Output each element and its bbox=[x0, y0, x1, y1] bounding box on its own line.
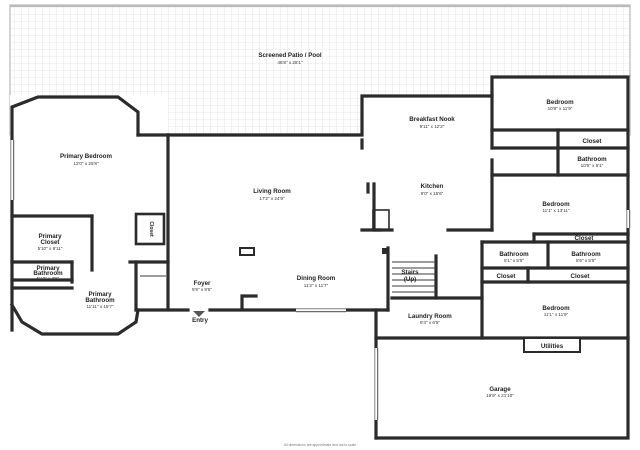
primary-bedroom-name: Primary Bedroom bbox=[60, 153, 112, 160]
patio-name: Screened Patio / Pool bbox=[258, 52, 322, 59]
stairs-sub: (Up) bbox=[404, 276, 416, 283]
closet-3-name: Closet bbox=[497, 273, 516, 280]
living-room-dim: 17'2" x 24'9" bbox=[259, 196, 285, 201]
garage-name: Garage bbox=[489, 386, 511, 393]
primary-bath-small-name-1: Primary bbox=[36, 265, 60, 272]
entry-label: Entry bbox=[192, 317, 208, 324]
primary-bathroom-name-2: Bathroom bbox=[85, 297, 115, 304]
interior-walls bbox=[10, 94, 630, 440]
living-room-name: Living Room bbox=[253, 188, 291, 195]
primary-bathroom-dim: 11'11" x 15'7" bbox=[86, 304, 113, 309]
garage-dim: 19'9" x 21'10" bbox=[486, 393, 514, 398]
bedroom-3-name: Bedroom bbox=[542, 305, 570, 312]
primary-bedroom-dim: 12'0" x 25'8" bbox=[73, 161, 99, 166]
stairs-name: Stairs bbox=[401, 269, 419, 276]
breakfast-nook-name: Breakfast Nook bbox=[409, 116, 455, 123]
patio-dim: 46'8" x 28'1" bbox=[277, 60, 303, 65]
bedroom-2-dim: 11'1" x 13'11" bbox=[542, 208, 569, 213]
primary-closet-dim: 5'10" x 9'11" bbox=[38, 246, 63, 251]
bathroom-3-name: Bathroom bbox=[571, 251, 601, 258]
breakfast-nook-dim: 9'11" x 12'2" bbox=[420, 124, 445, 129]
dining-room-dim: 11'2" x 11'7" bbox=[304, 283, 329, 288]
primary-bath-small-dim: 5'10" x 3'5" bbox=[37, 276, 60, 281]
laundry-dim: 9'4" x 6'5" bbox=[420, 320, 440, 325]
windows bbox=[10, 140, 631, 420]
bedroom-3-dim: 11'1" x 11'9" bbox=[544, 312, 569, 317]
stairs-treads bbox=[392, 261, 436, 293]
primary-closet-name-2: Closet bbox=[41, 239, 60, 246]
room-labels: Screened Patio / Pool 46'8" x 28'1" Prim… bbox=[33, 52, 607, 398]
primary-bathroom-name-1: Primary bbox=[88, 291, 112, 298]
bedroom-1-dim: 10'8" x 11'9" bbox=[548, 106, 573, 111]
kitchen-name: Kitchen bbox=[421, 183, 444, 190]
disclaimer-text: All dimensions are approximate and not t… bbox=[284, 443, 356, 447]
closet-vertical-name: Closet bbox=[148, 221, 154, 237]
bedroom-1-name: Bedroom bbox=[546, 99, 574, 106]
foyer-dim: 5'9" x 9'5" bbox=[192, 287, 212, 292]
dining-room-name: Dining Room bbox=[297, 275, 336, 282]
foyer-name: Foyer bbox=[194, 280, 211, 287]
bathroom-2-dim: 5'1" x 5'5" bbox=[504, 258, 524, 263]
bathroom-1-name: Bathroom bbox=[577, 156, 607, 163]
laundry-name: Laundry Room bbox=[408, 313, 452, 320]
bathroom-3-dim: 5'6" x 5'5" bbox=[576, 258, 596, 263]
closet-1-name: Closet bbox=[583, 138, 602, 145]
closet-4-name: Closet bbox=[571, 273, 590, 280]
bedroom-2-name: Bedroom bbox=[542, 201, 570, 208]
primary-closet-name-1: Primary bbox=[38, 233, 62, 240]
bathroom-2-name: Bathroom bbox=[499, 251, 529, 258]
entry-arrow-icon bbox=[193, 311, 205, 317]
kitchen-dim: 9'0" x 15'6" bbox=[421, 191, 444, 196]
bathroom-1-dim: 10'5" x 5'1" bbox=[581, 163, 604, 168]
utilities-name: Utilities bbox=[541, 343, 564, 350]
closet-2-name: Closet bbox=[575, 235, 594, 242]
primary-bath-small-name-2: Bathroom bbox=[33, 270, 63, 277]
